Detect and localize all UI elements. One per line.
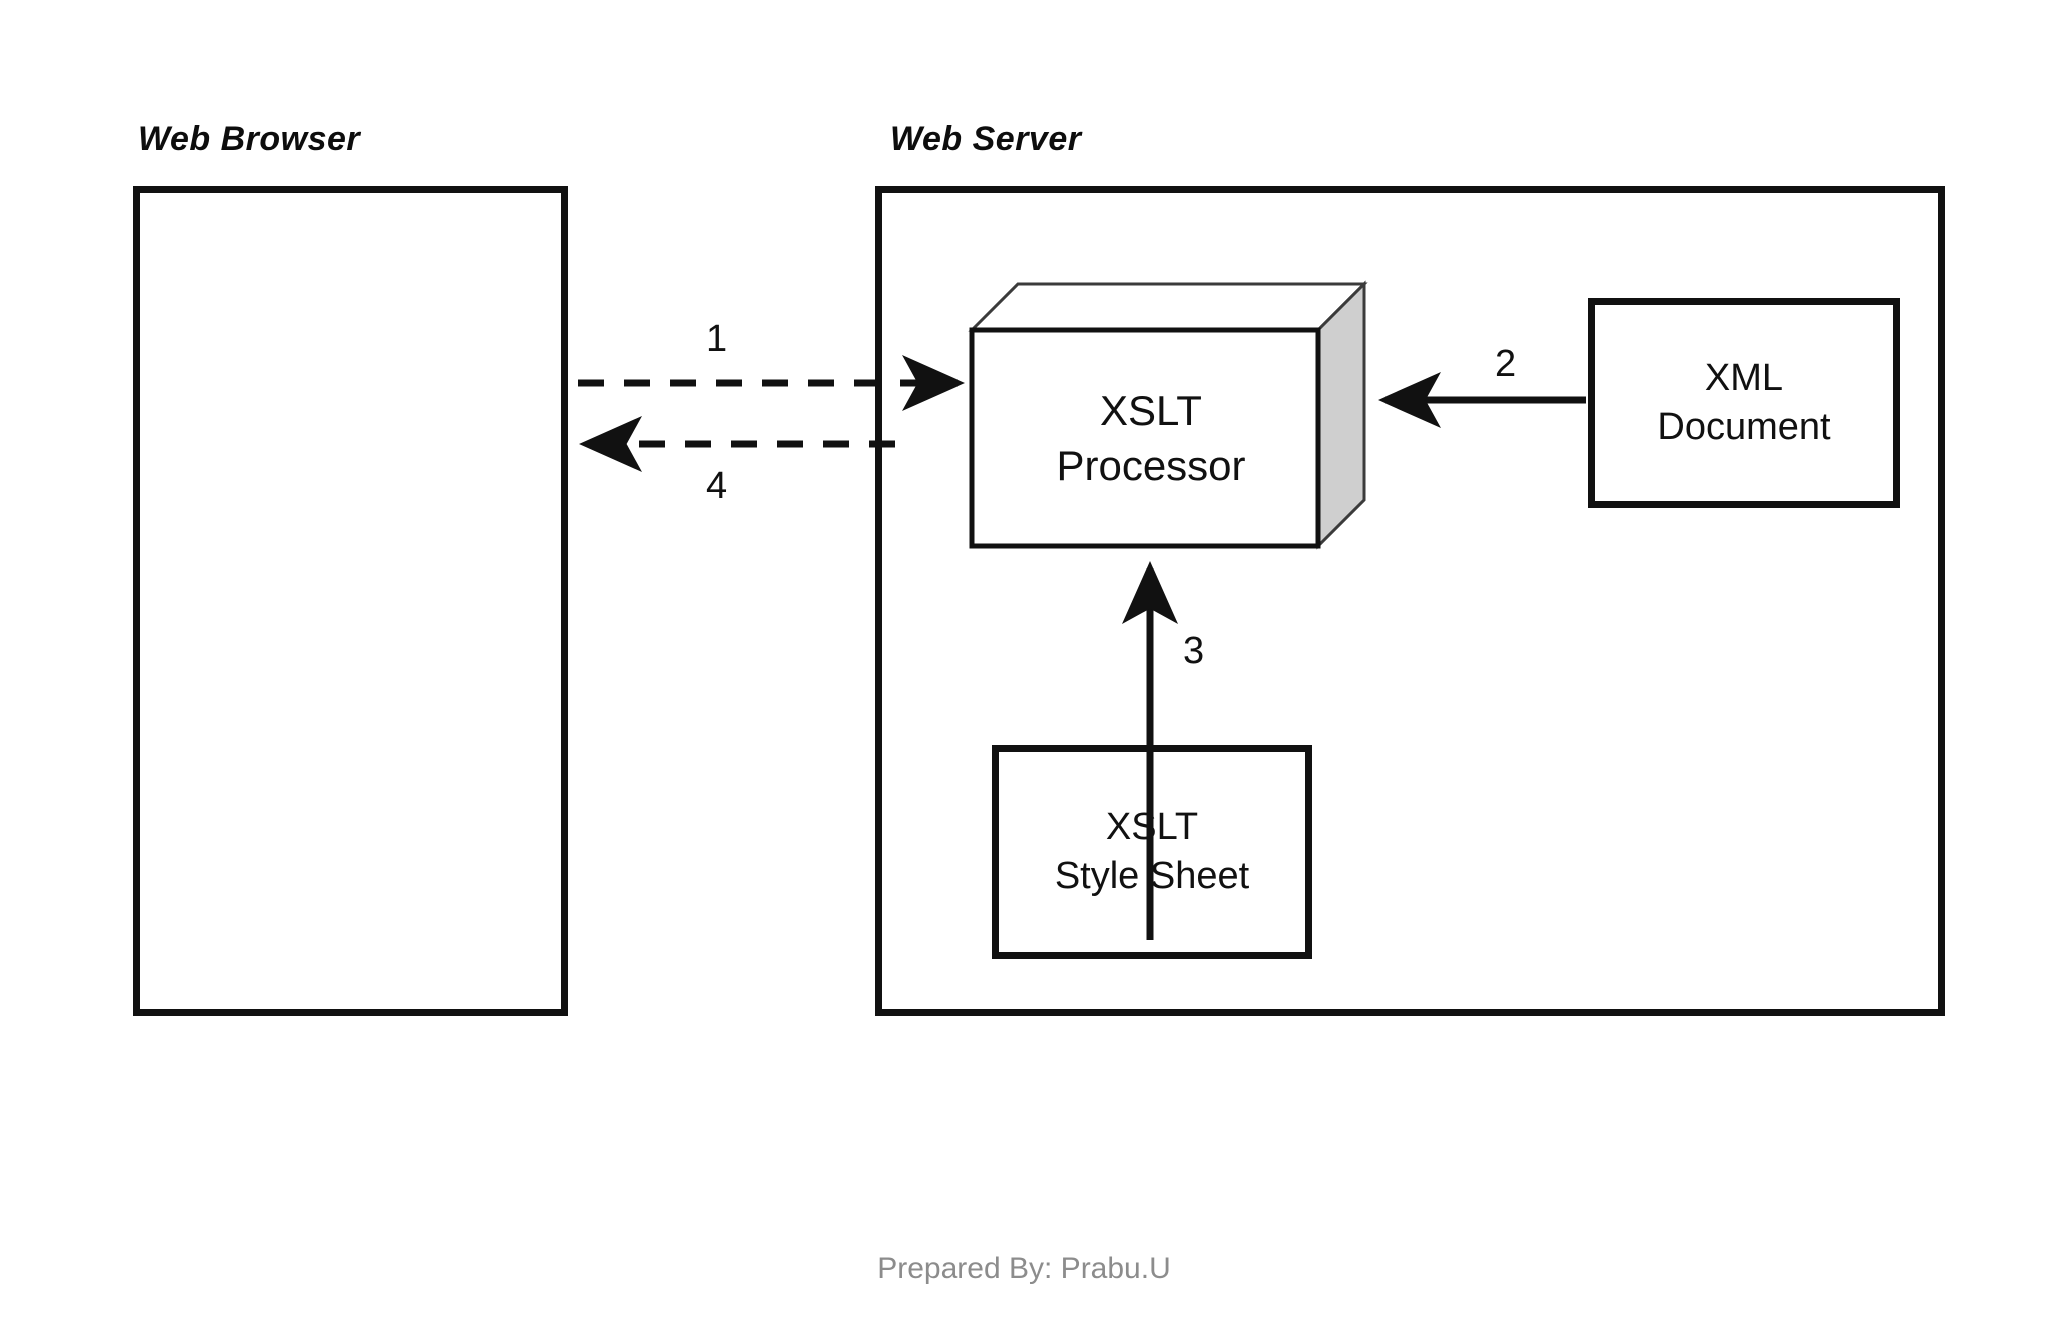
xml-document-line-1: XML (1704, 357, 1784, 400)
xslt-processor-3d-shape (968, 280, 1368, 550)
zone-label-web-server: Web Server (890, 120, 1082, 158)
processor-side-face (1316, 280, 1366, 550)
zone-label-web-browser: Web Browser (138, 120, 361, 158)
processor-top-face (968, 282, 1368, 332)
step-number-2: 2 (1495, 343, 1517, 385)
web-browser-container (133, 186, 568, 1016)
step-number-3: 3 (1183, 630, 1205, 672)
step-number-4: 4 (706, 465, 728, 507)
xml-document-line-2: Document (1657, 406, 1831, 448)
node-xslt-style-sheet: XSLT Style Sheet (992, 745, 1312, 959)
xslt-style-sheet-line-2: Style Sheet (1054, 855, 1250, 897)
processor-front-face (969, 327, 1321, 549)
node-xslt-processor: XSLT Processor (966, 278, 1376, 553)
footer-credit: Prepared By: Prabu.U (877, 1252, 1171, 1285)
node-xml-document: XML Document (1588, 298, 1900, 508)
xslt-style-sheet-line-1: XSLT (1105, 806, 1199, 849)
step-number-1: 1 (706, 318, 728, 360)
